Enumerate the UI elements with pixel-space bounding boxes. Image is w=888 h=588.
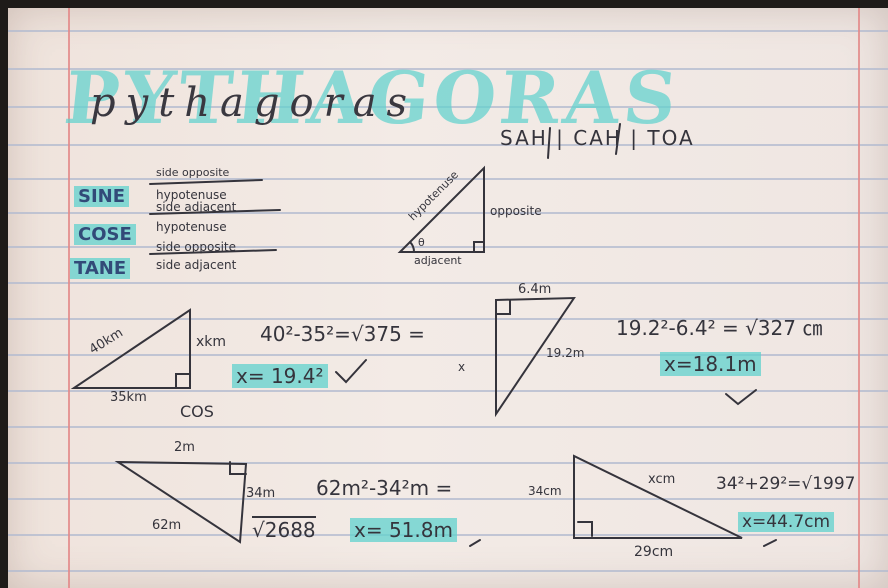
- ex3-hyp: 62m: [152, 518, 182, 533]
- ex2-working: 19.2²-6.4² = √327 ㎝: [616, 316, 823, 340]
- example2-triangle: [495, 296, 576, 418]
- ex1-working: 40²-35²=√375 =: [260, 322, 425, 346]
- ex3-working: 62m²-34²m =: [316, 476, 453, 500]
- ruled-line: [8, 426, 888, 428]
- reference-triangle: [397, 165, 485, 253]
- ex1-base: 35km: [110, 390, 147, 405]
- sine-numerator: side opposite: [156, 166, 230, 179]
- ex3-side: 34m: [246, 486, 276, 501]
- mnemonic: SAH | CAH | TOA: [500, 126, 695, 150]
- cos-label: COSE: [74, 224, 136, 245]
- angle-arc: [409, 241, 416, 253]
- cos-denominator: hypotenuse: [156, 220, 227, 234]
- ruled-line: [8, 178, 888, 180]
- example1-triangle: [70, 308, 191, 389]
- check-mark: [469, 539, 481, 547]
- title-script: pythagoras: [90, 80, 418, 126]
- ex3-answer: x= 51.8m: [350, 518, 457, 542]
- ex1-note: COS: [180, 402, 214, 421]
- ex4-working: 34²+29²=√1997: [716, 474, 856, 494]
- check-mark: [763, 539, 777, 547]
- ex4-answer: x=44.7cm: [738, 512, 835, 532]
- example3-triangle: [114, 460, 248, 544]
- ruled-line: [8, 498, 888, 500]
- ruled-line: [8, 106, 888, 108]
- ruled-line: [8, 354, 888, 356]
- ex1-side: xkm: [196, 334, 227, 350]
- ruled-line: [8, 570, 888, 572]
- sine-denominator: hypotenuse: [156, 188, 227, 202]
- check-mark: [725, 389, 757, 406]
- margin-line-right: [858, 8, 860, 588]
- tan-label: TANE: [70, 258, 131, 279]
- example4-triangle: [573, 454, 743, 539]
- tan-numerator: side opposite: [156, 240, 236, 254]
- tan-denominator: side adjacent: [156, 258, 237, 272]
- ex2-left: x: [458, 360, 466, 374]
- ex2-hyp: 19.2m: [546, 346, 585, 360]
- ex2-top: 6.4m: [518, 282, 552, 297]
- cos-numerator: side adjacent: [156, 200, 237, 214]
- ex1-answer: x= 19.4²: [232, 364, 328, 388]
- ex4-side: 34cm: [528, 484, 562, 498]
- ref-angle: θ: [418, 236, 425, 249]
- ruled-line: [8, 246, 888, 248]
- ref-adjacent: adjacent: [414, 254, 462, 267]
- ref-opposite: opposite: [490, 204, 542, 218]
- ruled-line: [8, 144, 888, 146]
- check-mark: [335, 359, 367, 384]
- notebook-page: [8, 8, 888, 588]
- ruled-line: [8, 212, 888, 214]
- ruled-line: [8, 462, 888, 464]
- sine-label: SINE: [74, 186, 130, 207]
- ruled-line: [8, 68, 888, 70]
- ruled-line: [8, 390, 888, 392]
- ruled-line: [8, 282, 888, 284]
- margin-line: [68, 8, 70, 588]
- ruled-line: [8, 318, 888, 320]
- ruled-line: [8, 30, 888, 32]
- ex4-hyp: xcm: [648, 472, 676, 487]
- ex3-top: 2m: [174, 440, 195, 455]
- ex4-base: 29cm: [634, 544, 674, 560]
- ex3-root: √2688: [252, 516, 316, 542]
- right-angle-mark: [473, 241, 485, 253]
- ex2-answer: x=18.1m: [660, 352, 761, 376]
